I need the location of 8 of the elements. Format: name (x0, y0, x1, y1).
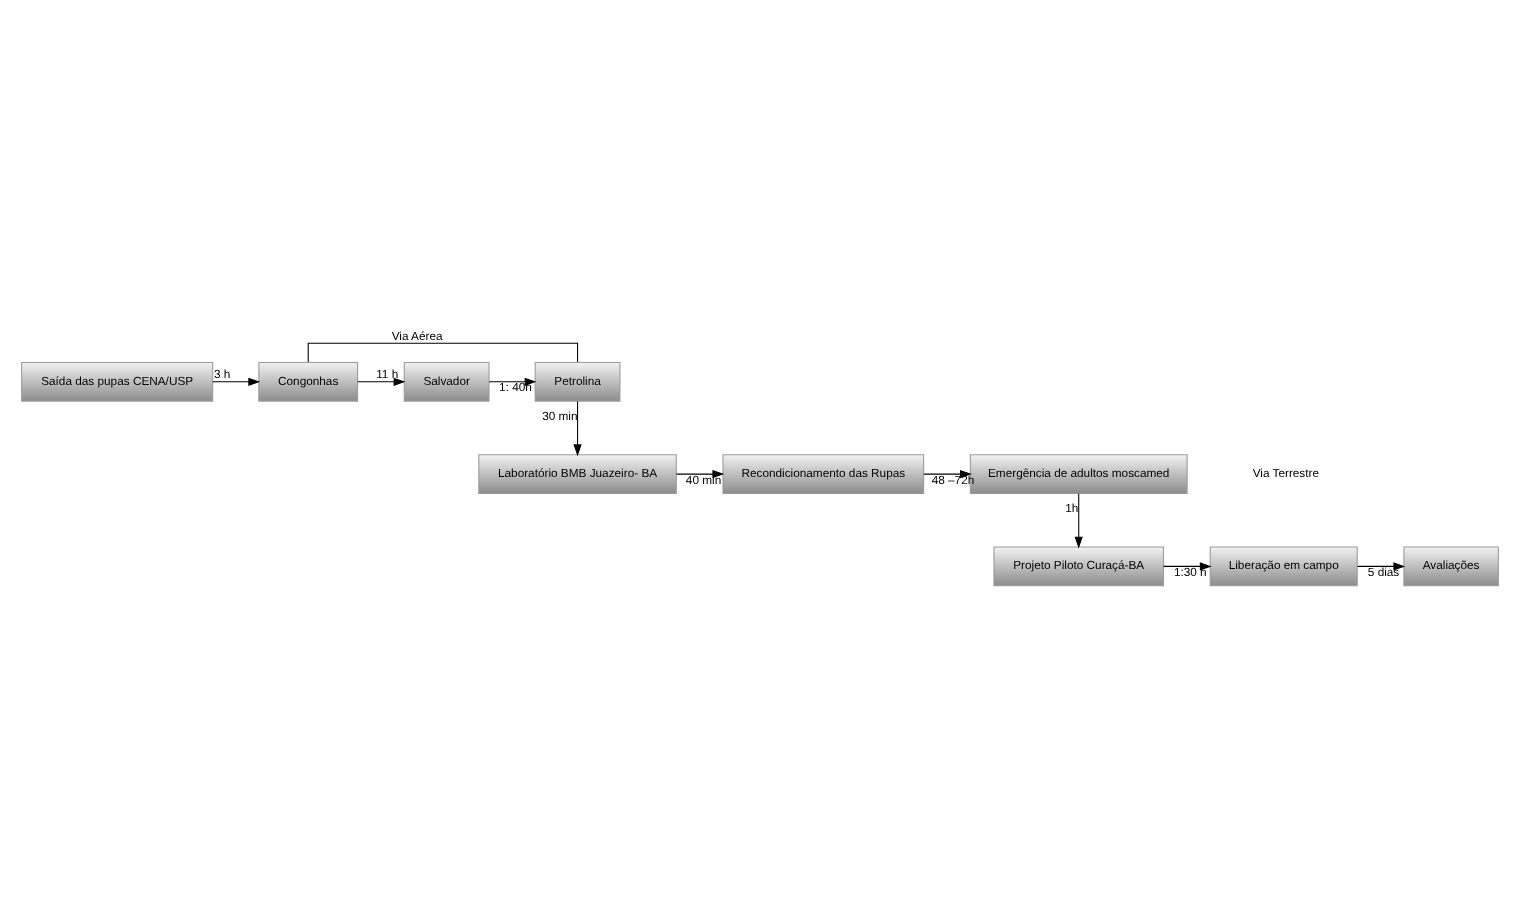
arrow (212, 377, 261, 386)
arrow (357, 377, 406, 386)
arrow (923, 469, 972, 479)
arrow (675, 469, 725, 479)
arrow (1163, 562, 1212, 571)
arrow (1357, 562, 1406, 571)
arrow (1074, 493, 1083, 549)
arrow (573, 400, 582, 457)
